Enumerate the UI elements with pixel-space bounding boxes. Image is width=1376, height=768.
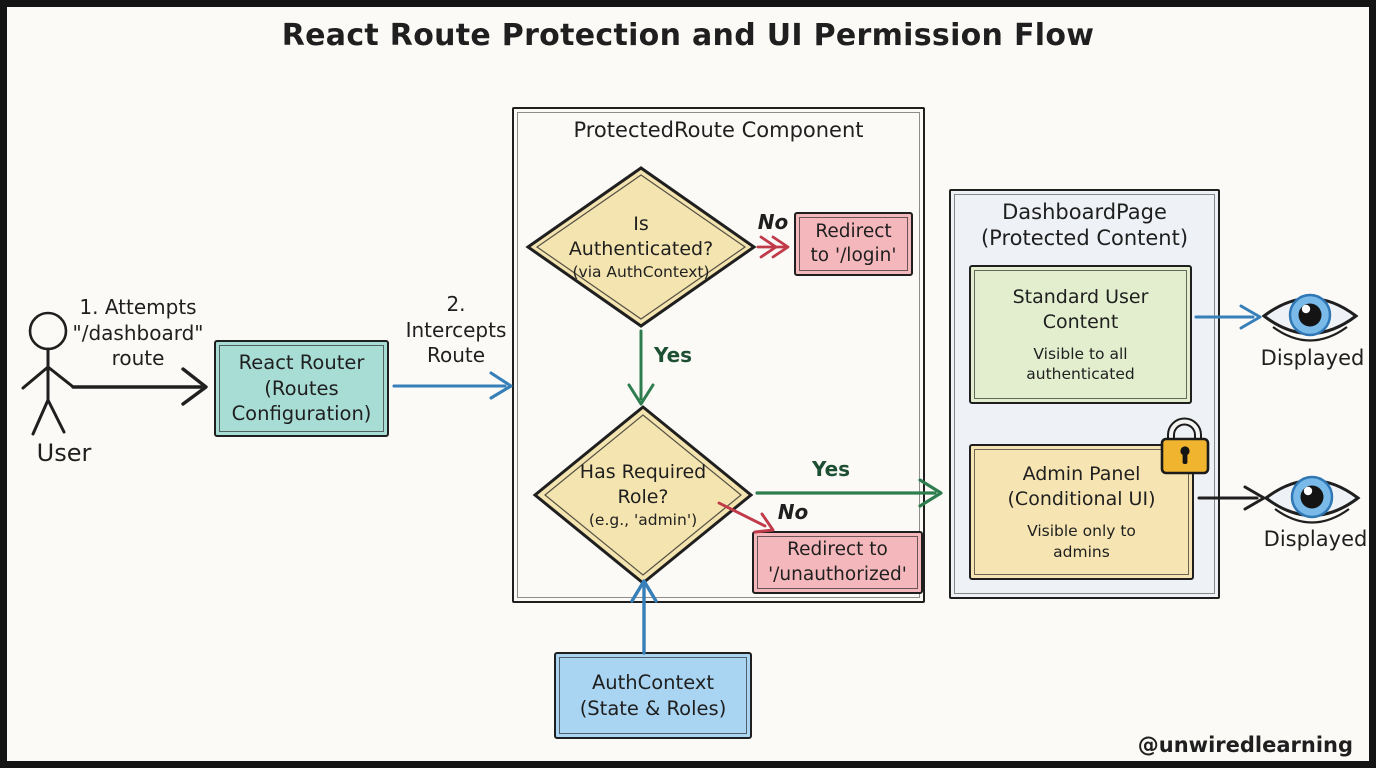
- react-router-box: React Router (Routes Configuration): [214, 340, 389, 437]
- auth-diamond-text: Is Authenticated? (via AuthContext): [530, 197, 752, 297]
- auth-yes-label: Yes: [653, 343, 693, 367]
- admin-panel-title: Admin Panel (Conditional UI): [1007, 463, 1156, 511]
- auth-context-box: AuthContext (State & Roles): [554, 652, 752, 739]
- standard-user-content-box: Standard User Content Visible to all aut…: [969, 265, 1192, 404]
- redirect-login-box: Redirect to '/login': [794, 212, 913, 276]
- role-diamond-line3: (e.g., 'admin'): [588, 511, 698, 529]
- admin-panel-subtitle: Visible only to admins: [1027, 522, 1136, 561]
- user-to-router-arrow: [71, 367, 208, 406]
- admin-displayed-label: Displayed: [1263, 527, 1368, 551]
- auth-diamond-line1: Is: [633, 212, 649, 235]
- standard-user-content-subtitle: Visible to all authenticated: [1026, 344, 1135, 384]
- router-to-protected-arrow: [392, 371, 513, 400]
- dashboard-page-title: DashboardPage (Protected Content): [980, 200, 1189, 251]
- auth-no-label: No: [757, 210, 789, 234]
- redirect-unauthorized-box: Redirect to '/unauthorized': [752, 531, 923, 594]
- protected-route-container: [512, 107, 925, 603]
- step2-label: 2. Intercepts Route: [405, 292, 507, 368]
- page-title: React Route Protection and UI Permission…: [281, 18, 1095, 53]
- role-diamond-text: Has Required Role? (e.g., 'admin'): [535, 445, 751, 545]
- eye-icon: [1263, 475, 1361, 524]
- admin-panel-box: Admin Panel (Conditional UI) Visible onl…: [969, 444, 1194, 580]
- auth-diamond-line2: Authenticated?: [568, 237, 714, 260]
- role-no-label: No: [777, 500, 809, 524]
- watermark: @unwiredlearning: [1137, 733, 1353, 757]
- standard-displayed-label: Displayed: [1260, 346, 1365, 370]
- user-label: User: [36, 439, 92, 467]
- protected-route-title: ProtectedRoute Component: [573, 118, 864, 142]
- role-diamond-line2: Role?: [617, 485, 669, 508]
- role-diamond-line1: Has Required: [579, 460, 707, 483]
- role-yes-label: Yes: [811, 457, 851, 481]
- step1-label: 1. Attempts "/dashboard" route: [72, 295, 204, 371]
- eye-icon: [1261, 293, 1359, 342]
- standard-user-content-title: Standard User Content: [1012, 285, 1149, 333]
- auth-diamond-line3: (via AuthContext): [572, 263, 710, 281]
